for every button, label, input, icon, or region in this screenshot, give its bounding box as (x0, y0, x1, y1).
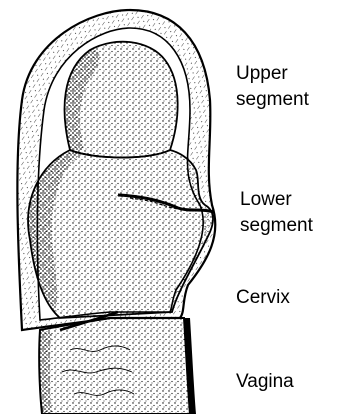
label-lower-segment-line1: Lower (240, 188, 292, 212)
label-lower-segment-line2: segment (240, 214, 313, 238)
vagina-canal (39, 318, 190, 414)
label-vagina: Vagina (236, 370, 294, 394)
label-upper-segment-line2: segment (236, 88, 309, 112)
label-cervix: Cervix (236, 286, 290, 310)
label-upper-segment-line1: Upper (236, 62, 288, 86)
